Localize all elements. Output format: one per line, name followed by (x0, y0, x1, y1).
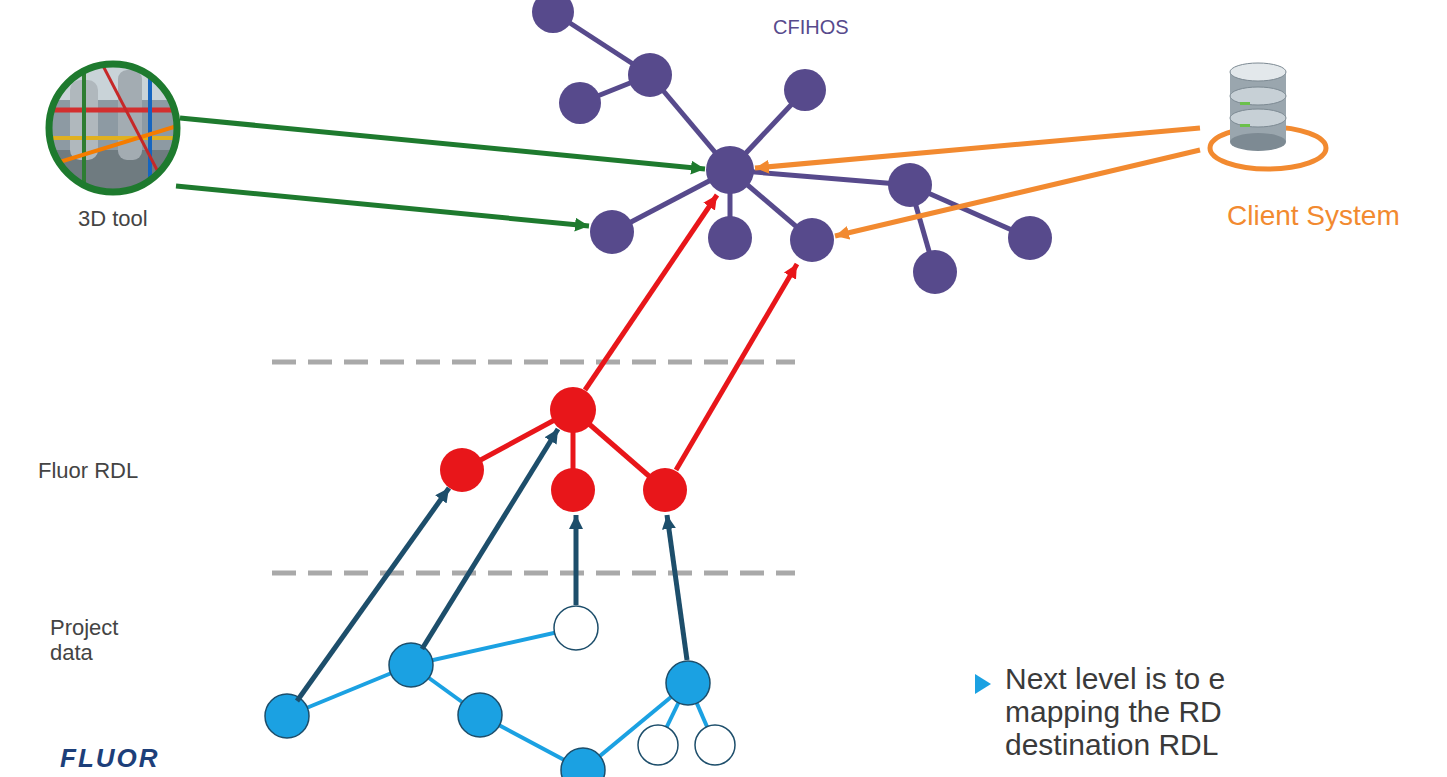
flow-arrow (297, 488, 449, 701)
node-label: Fluor RDL (38, 458, 138, 483)
node-label: Client System (1227, 200, 1400, 232)
flow-arrow (180, 118, 705, 169)
rdl-band: Fluor RDL (0, 366, 800, 570)
company-logo: FLUOR (60, 744, 220, 773)
flow-arrow (676, 264, 797, 470)
node-label: Project data (50, 615, 140, 666)
plant-model-icon (49, 60, 180, 195)
flow-arrow (176, 186, 589, 226)
node-label: 3D tool (78, 206, 148, 231)
flow-arrow (585, 195, 717, 390)
flow-arrow (755, 128, 1200, 168)
database-icon (1210, 63, 1326, 169)
flow-arrow (574, 515, 579, 605)
cfihos-group: CFIHOS (530, 8, 1060, 298)
node-label: CFIHOS (773, 16, 849, 39)
flow-arrow (835, 150, 1200, 236)
note-text: Next level is to e mapping the RD destin… (1005, 662, 1305, 761)
client-system-node: Client System (1150, 50, 1420, 240)
tool-node: 3D tool (46, 61, 180, 195)
rdl-tree (440, 387, 687, 512)
bullet-arrow (975, 674, 991, 694)
flow-arrow (667, 515, 687, 660)
flow-arrow (422, 429, 558, 649)
project-graph (265, 606, 735, 777)
